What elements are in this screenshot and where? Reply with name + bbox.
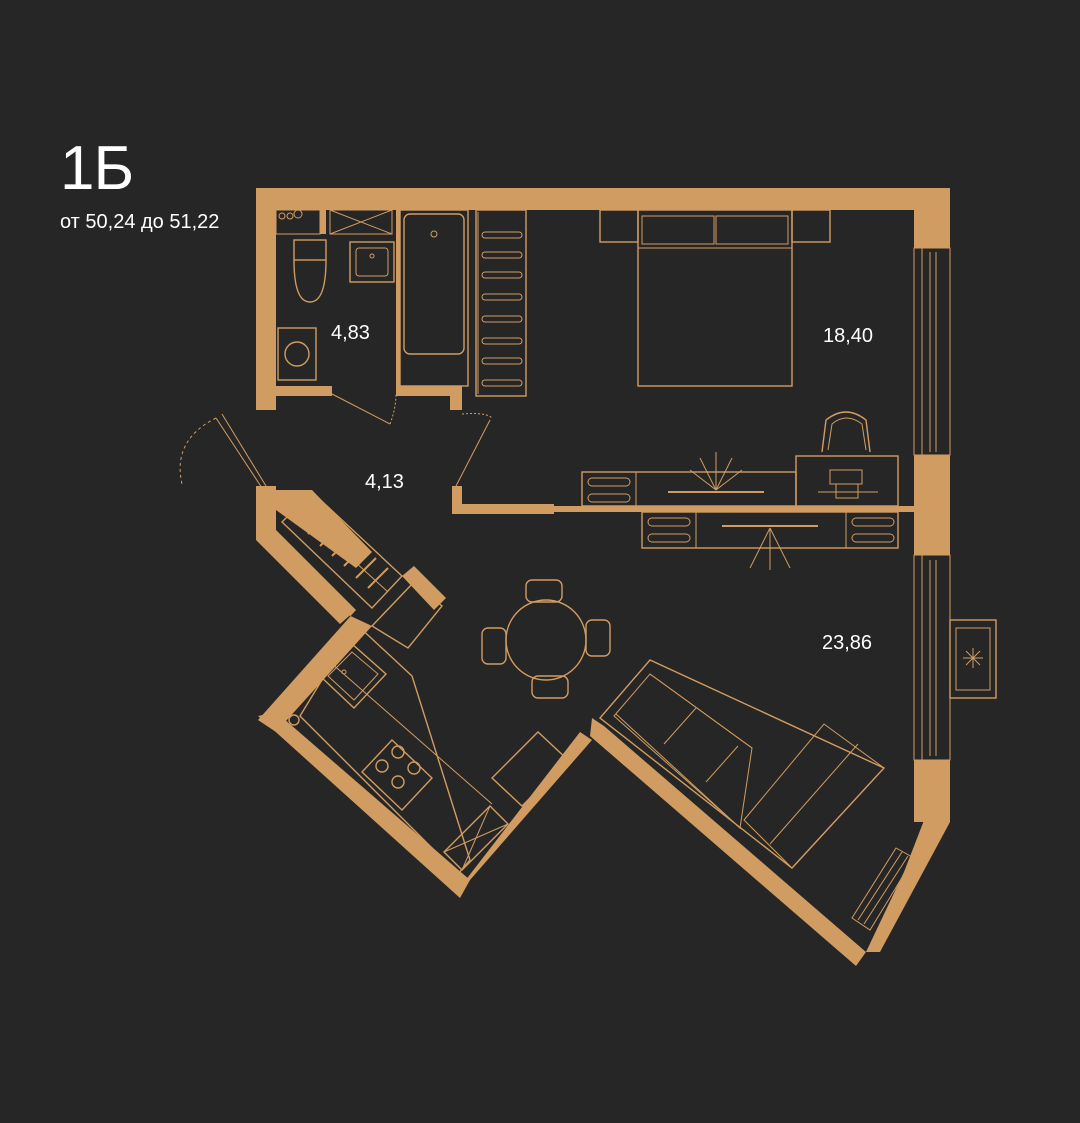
wardrobe-shelves: [475, 209, 527, 397]
chair-icon: [481, 579, 611, 699]
kitchen-sink-icon: [318, 643, 388, 709]
kitchen: [288, 581, 570, 876]
ac-unit-icon: [963, 648, 983, 668]
room-area-bedroom: 18,40: [823, 325, 873, 347]
dining-table: [481, 579, 611, 699]
sofa-icon: [598, 659, 886, 869]
room-area-hall: 4,13: [365, 471, 404, 493]
walls: [256, 188, 950, 966]
unit-title: 1Б: [60, 134, 134, 203]
unit-area-range: от 50,24 до 51,22: [60, 211, 220, 233]
toilet-icon: [293, 239, 327, 303]
room-area-living-kitchen: 23,86: [822, 632, 872, 654]
sink-icon: [349, 241, 395, 283]
bathtub-icon: [399, 209, 469, 387]
room-area-bathroom: 4,83: [331, 322, 370, 344]
tv-icon: [668, 452, 764, 493]
chair-icon: [821, 411, 871, 453]
hall: [179, 413, 493, 609]
tv-cabinet-living: [641, 511, 899, 570]
bathroom-fixtures: [275, 209, 469, 425]
bedroom-furniture: [581, 209, 899, 507]
hall-wardrobe: [280, 491, 403, 609]
washing-machine-icon: [277, 327, 317, 381]
stove-icon: [361, 739, 433, 811]
windows: [851, 247, 997, 931]
bed-icon: [637, 209, 793, 387]
